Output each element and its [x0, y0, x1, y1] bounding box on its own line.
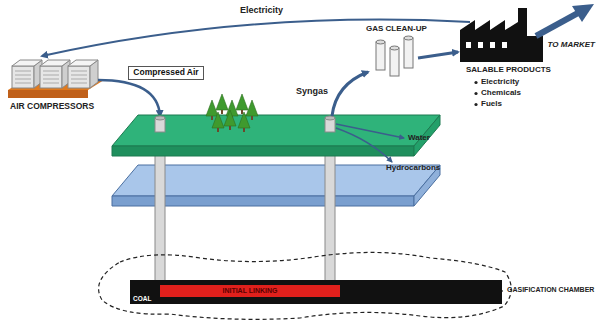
water-arrow: [336, 124, 404, 138]
products-heading: SALABLE PRODUCTS: [466, 65, 551, 75]
tree-trunk: [241, 110, 243, 114]
cleanup-arrow: [418, 52, 458, 58]
air-compressors: [8, 60, 104, 98]
flow-label: Water: [408, 133, 430, 143]
air-arrow: [98, 80, 160, 116]
chamber-label: GASIFICATION CHAMBER: [507, 286, 594, 294]
linking-channel: INITIAL LINKING: [160, 285, 340, 297]
flow-label: Syngas: [296, 86, 328, 97]
surface-layer: [112, 115, 440, 156]
tree: [224, 110, 236, 126]
tree-trunk: [221, 110, 223, 114]
syngas-arrow: [332, 72, 368, 116]
label-box: Compressed Air: [128, 66, 204, 80]
tree: [226, 100, 238, 116]
product-item: Electricity: [481, 77, 519, 87]
compressor-unit: [68, 60, 98, 88]
node-text: COAL: [133, 295, 151, 302]
bullets: [474, 81, 477, 106]
coal-seam: COAL INITIAL LINKING: [130, 280, 502, 304]
equipment-label: GAS CLEAN-UP: [366, 24, 427, 34]
flow-label: Electricity: [238, 5, 285, 16]
factory: [460, 8, 543, 62]
node-text: Compressed Air: [133, 68, 198, 78]
hydrocarbons-arrow: [336, 128, 392, 162]
tree-trunk: [211, 116, 213, 120]
trees: [206, 94, 258, 132]
gas-cleanup: [376, 36, 413, 76]
compressor-unit: [12, 60, 42, 88]
tree: [212, 112, 224, 128]
tree: [216, 94, 228, 110]
node-text: INITIAL LINKING: [222, 287, 277, 295]
compressor-unit: [40, 60, 70, 88]
tree: [238, 112, 250, 128]
tree: [246, 100, 258, 116]
tree-trunk: [243, 128, 245, 132]
tree-trunk: [217, 128, 219, 132]
market-arrow: [536, 4, 594, 36]
tree-trunk: [251, 116, 253, 120]
product-item: Chemicals: [481, 88, 521, 98]
tree: [206, 100, 218, 116]
equipment-label: AIR COMPRESSORS: [10, 101, 94, 111]
product-item: Fuels: [481, 99, 502, 109]
flow-label: Hydrocarbons: [386, 163, 440, 173]
flow-label: TO MARKET: [548, 40, 595, 50]
tree: [236, 94, 248, 110]
chamber-outline: [99, 252, 512, 319]
tree-trunk: [229, 126, 231, 130]
